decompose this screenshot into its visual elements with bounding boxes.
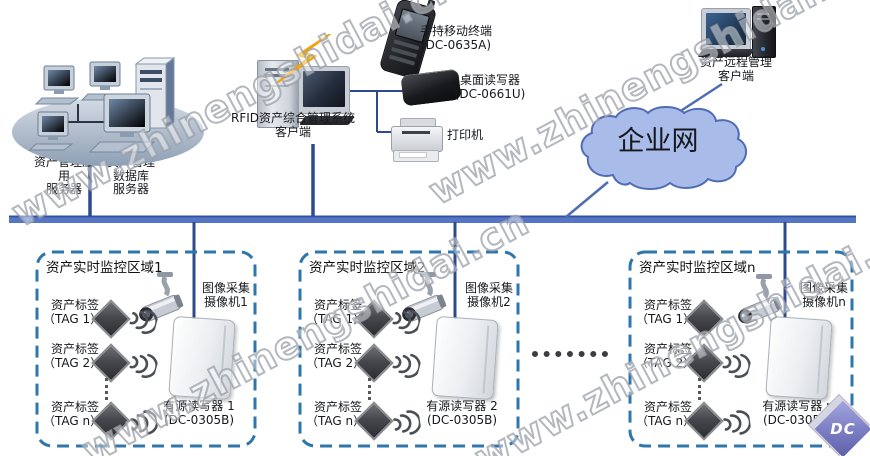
tag-label: 资产标签	[51, 298, 100, 312]
desktop-reader-label: 桌面读写器 (DC-0661U)	[454, 73, 526, 101]
server-group-icon	[12, 57, 204, 166]
asset-tag-2: 资产标签 （TAG 2）	[306, 340, 446, 386]
tags-ellipsis	[105, 378, 108, 400]
printer-label: 打印机	[447, 128, 484, 142]
tag-label: 资产标签	[644, 342, 693, 356]
asset-tag-2: 资产标签 （TAG 2）	[636, 340, 776, 386]
more-zones-ellipsis	[532, 351, 608, 357]
asset-tag-1: 资产标签 （TAG 1）	[43, 296, 183, 342]
camera-label: 图像采集 摄像机n	[799, 281, 848, 309]
tag-id: （TAG n）	[636, 414, 696, 428]
camera-label: 图像采集 摄像机2	[464, 281, 513, 309]
rf-waves-icon	[392, 309, 421, 335]
tag-label: 资产标签	[314, 298, 363, 312]
camera-label: 图像采集 摄像机1	[201, 281, 250, 309]
lightning-icon	[277, 34, 331, 83]
asset-tag-1: 资产标签 （TAG 1）	[636, 296, 776, 342]
active-reader-label: 有源读写器 2 (DC-0305B)	[426, 399, 498, 427]
rf-waves-icon	[723, 410, 752, 435]
tag-id: （TAG 2）	[43, 356, 103, 370]
remote-pc-monitor-icon	[701, 8, 751, 52]
asset-tag-n: 资产标签 （TAG n）	[43, 398, 183, 444]
tag-id: （TAG 2）	[636, 356, 696, 370]
tag-id: （TAG n）	[43, 414, 103, 428]
handheld-terminal-label: 手持移动终端 (DC-0635A)	[419, 24, 492, 52]
cctv-camera-icon	[738, 274, 783, 324]
tag-label: 资产标签	[314, 342, 363, 356]
rf-waves-icon	[129, 353, 158, 379]
cloud-label: 企业网	[617, 126, 699, 157]
zone-title: 资产实时监控区域1	[46, 260, 163, 276]
remote-client-label: 资产远程管理 客户端	[699, 55, 772, 83]
zone-1: 资产实时监控区域1 图像采集 摄像机1 有源读写器 1 (DC-0305B) 资…	[35, 250, 257, 448]
zone-title: 资产实时监控区域2	[309, 260, 426, 276]
tag-id: （TAG 2）	[306, 356, 366, 370]
dc-logo: DC	[807, 393, 870, 456]
client-pc-monitor-icon	[298, 66, 350, 114]
tags-ellipsis	[698, 378, 701, 400]
asset-tag-n: 资产标签 （TAG n）	[306, 398, 446, 444]
rf-waves-icon	[130, 410, 159, 435]
tag-id: （TAG 1）	[306, 312, 366, 326]
client-label: RFID资产综合管理系统 客户端	[230, 111, 356, 139]
tag-label: 资产标签	[644, 298, 693, 312]
rf-waves-icon	[129, 309, 158, 335]
remote-pc-tower-icon	[752, 6, 776, 58]
tag-label: 资产标签	[51, 400, 100, 414]
zone-title: 资产实时监控区域n	[639, 260, 756, 276]
tag-id: （TAG 1）	[636, 312, 696, 326]
zone-n: 资产实时监控区域n 图像采集 摄像机n 有源读写器 n (DC-0305B) 资…	[628, 250, 854, 448]
asset-tag-2: 资产标签 （TAG 2）	[43, 340, 183, 386]
dc-logo-text: DC	[830, 420, 856, 438]
tag-label: 资产标签	[644, 400, 693, 414]
cctv-camera-icon	[402, 272, 447, 322]
printer-icon	[391, 118, 443, 164]
tag-id: （TAG 1）	[43, 312, 103, 326]
cloud-shape	[580, 106, 747, 190]
tags-ellipsis	[368, 378, 371, 400]
zone-dashed-border	[35, 250, 257, 448]
tag-label: 资产标签	[51, 342, 100, 356]
active-reader-label: 有源读写器 1 (DC-0305B)	[163, 399, 235, 427]
asset-tag-n: 资产标签 （TAG n）	[636, 398, 776, 444]
tag-label: 资产标签	[314, 400, 363, 414]
zone-2: 资产实时监控区域2 图像采集 摄像机2 有源读写器 2 (DC-0305B) 资…	[298, 250, 520, 448]
asset-tag-1: 资产标签 （TAG 1）	[306, 296, 446, 342]
rf-waves-icon	[722, 353, 751, 379]
rf-waves-icon	[392, 353, 421, 379]
zone-dashed-border	[298, 250, 520, 448]
zone-dashed-border	[628, 250, 854, 448]
rf-waves-icon	[393, 410, 422, 435]
network-bus	[9, 216, 856, 223]
tag-id: （TAG n）	[306, 414, 366, 428]
